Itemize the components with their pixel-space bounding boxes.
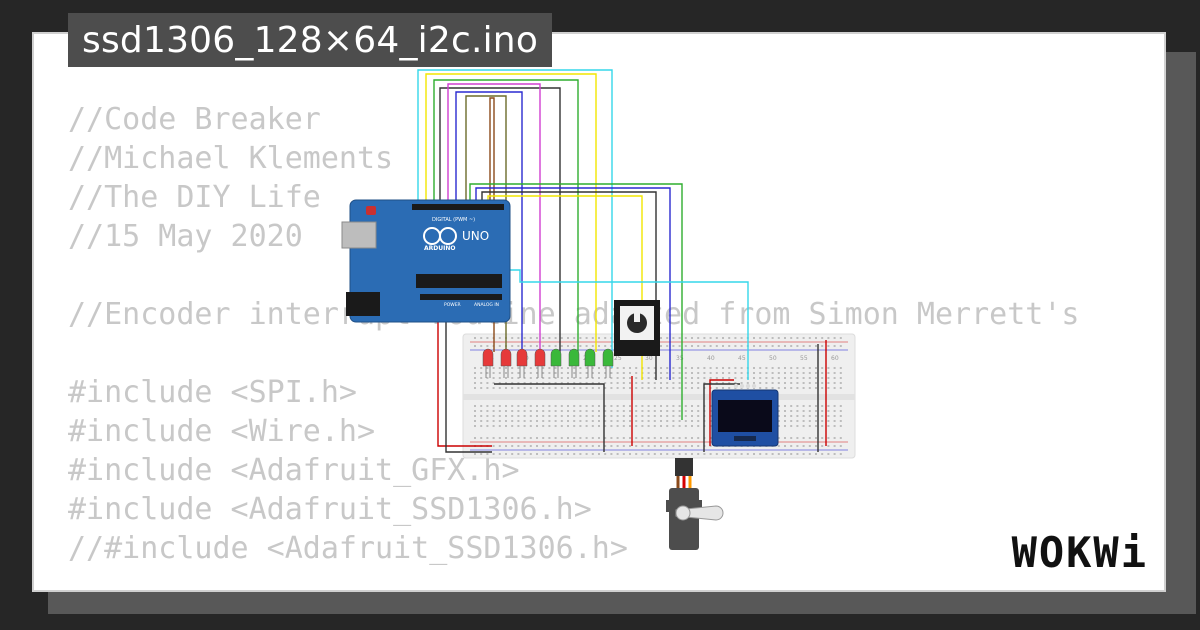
oled-screen bbox=[718, 400, 772, 432]
code-line: //Michael Klements bbox=[68, 141, 394, 176]
wire-black-led-ground bbox=[494, 383, 605, 452]
red-led bbox=[516, 348, 528, 378]
green-led bbox=[584, 348, 596, 378]
power-analog-header bbox=[420, 294, 502, 300]
code-line: //#include <Adafruit_SSD1306.h> bbox=[68, 531, 628, 566]
wire-green-servo bbox=[469, 183, 683, 420]
green-led bbox=[550, 348, 562, 378]
usb-port bbox=[341, 221, 377, 249]
code-preview: //Code Breaker //Michael Klements //The DI… bbox=[68, 100, 1079, 568]
arduino-uno: UNO ARDUINO DIGITAL (PWM ~) POWER ANALOG… bbox=[341, 199, 511, 323]
code-line: #include <Adafruit_GFX.h> bbox=[68, 453, 520, 488]
green-led bbox=[568, 348, 580, 378]
wire-blue bbox=[455, 91, 523, 352]
file-title: ssd1306_128×64_i2c.ino bbox=[68, 13, 553, 67]
column-number: 50 bbox=[769, 355, 777, 362]
wire-cyan-oled bbox=[500, 269, 749, 380]
code-line: #include <Wire.h> bbox=[68, 414, 376, 449]
wire-blue-encoder bbox=[475, 187, 671, 380]
wire-magenta bbox=[447, 83, 541, 352]
column-number: 55 bbox=[800, 355, 808, 362]
code-line: #include <SPI.h> bbox=[68, 375, 357, 410]
wire-cyan bbox=[417, 69, 613, 368]
code-line: //The DIY Life bbox=[68, 180, 321, 215]
column-number: 35 bbox=[676, 355, 684, 362]
column-number: 60 bbox=[831, 355, 839, 362]
wire-black bbox=[439, 87, 561, 352]
column-number: 25 bbox=[614, 355, 622, 362]
digital-header bbox=[412, 204, 504, 210]
analog-label: ANALOG IN bbox=[474, 302, 499, 308]
column-number: 30 bbox=[645, 355, 653, 362]
wire-black-oled bbox=[703, 383, 740, 452]
wire-yellow bbox=[425, 73, 597, 352]
red-led bbox=[534, 348, 546, 378]
encoder-knob-icon bbox=[627, 313, 647, 333]
code-line: #include <Adafruit_SSD1306.h> bbox=[68, 492, 592, 527]
oled-display bbox=[711, 383, 779, 447]
board-label: UNO bbox=[462, 229, 489, 243]
code-line: //15 May 2020 bbox=[68, 219, 303, 254]
column-number: 40 bbox=[707, 355, 715, 362]
wires bbox=[417, 69, 827, 453]
reset-button bbox=[366, 206, 376, 215]
red-led bbox=[482, 348, 494, 378]
column-number: 45 bbox=[738, 355, 746, 362]
code-line: //Code Breaker bbox=[68, 102, 321, 137]
wire-green bbox=[433, 79, 579, 352]
rotary-encoder bbox=[614, 300, 660, 356]
wire-black-encoder bbox=[481, 191, 657, 380]
power-jack bbox=[346, 292, 380, 316]
digital-label: DIGITAL (PWM ~) bbox=[432, 217, 475, 223]
power-label: POWER bbox=[444, 302, 461, 308]
preview-card bbox=[32, 32, 1166, 592]
led-row bbox=[482, 348, 614, 378]
atmega-chip bbox=[416, 274, 502, 288]
board-brand: ARDUINO bbox=[424, 245, 455, 252]
wire-red-power bbox=[437, 322, 492, 447]
wire-black-ground bbox=[445, 322, 492, 453]
wire-red-oled bbox=[709, 379, 734, 446]
green-led bbox=[602, 348, 614, 378]
red-led bbox=[500, 348, 512, 378]
servo-motor bbox=[666, 458, 724, 550]
wokwi-logo: WOKWi bbox=[1011, 528, 1148, 577]
